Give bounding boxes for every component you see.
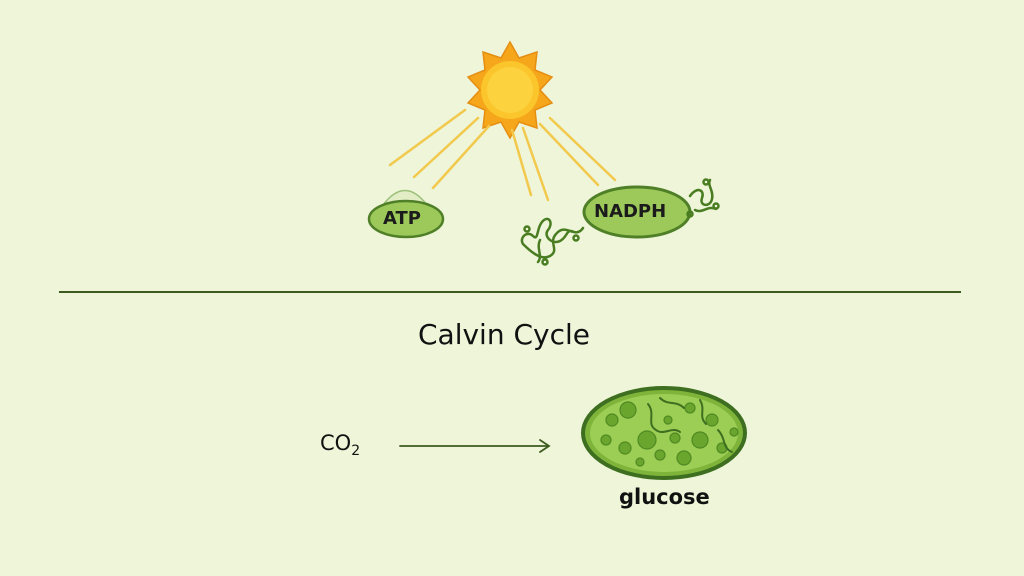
reaction-arrow xyxy=(399,439,551,453)
calvin-cycle-title: Calvin Cycle xyxy=(418,318,591,351)
sun-icon xyxy=(466,40,554,140)
nadph-label: NADPH xyxy=(594,201,667,222)
chloroplast-icon xyxy=(581,386,747,480)
atp-label: ATP xyxy=(383,208,422,229)
co2-label: CO2 xyxy=(320,431,360,459)
light-rays xyxy=(388,108,617,202)
co2-subscript: 2 xyxy=(351,443,361,460)
protein-strand-icon xyxy=(520,178,720,266)
glucose-label: glucose xyxy=(619,485,710,509)
co2-base: CO xyxy=(320,431,352,455)
atp-molecule xyxy=(367,189,445,239)
